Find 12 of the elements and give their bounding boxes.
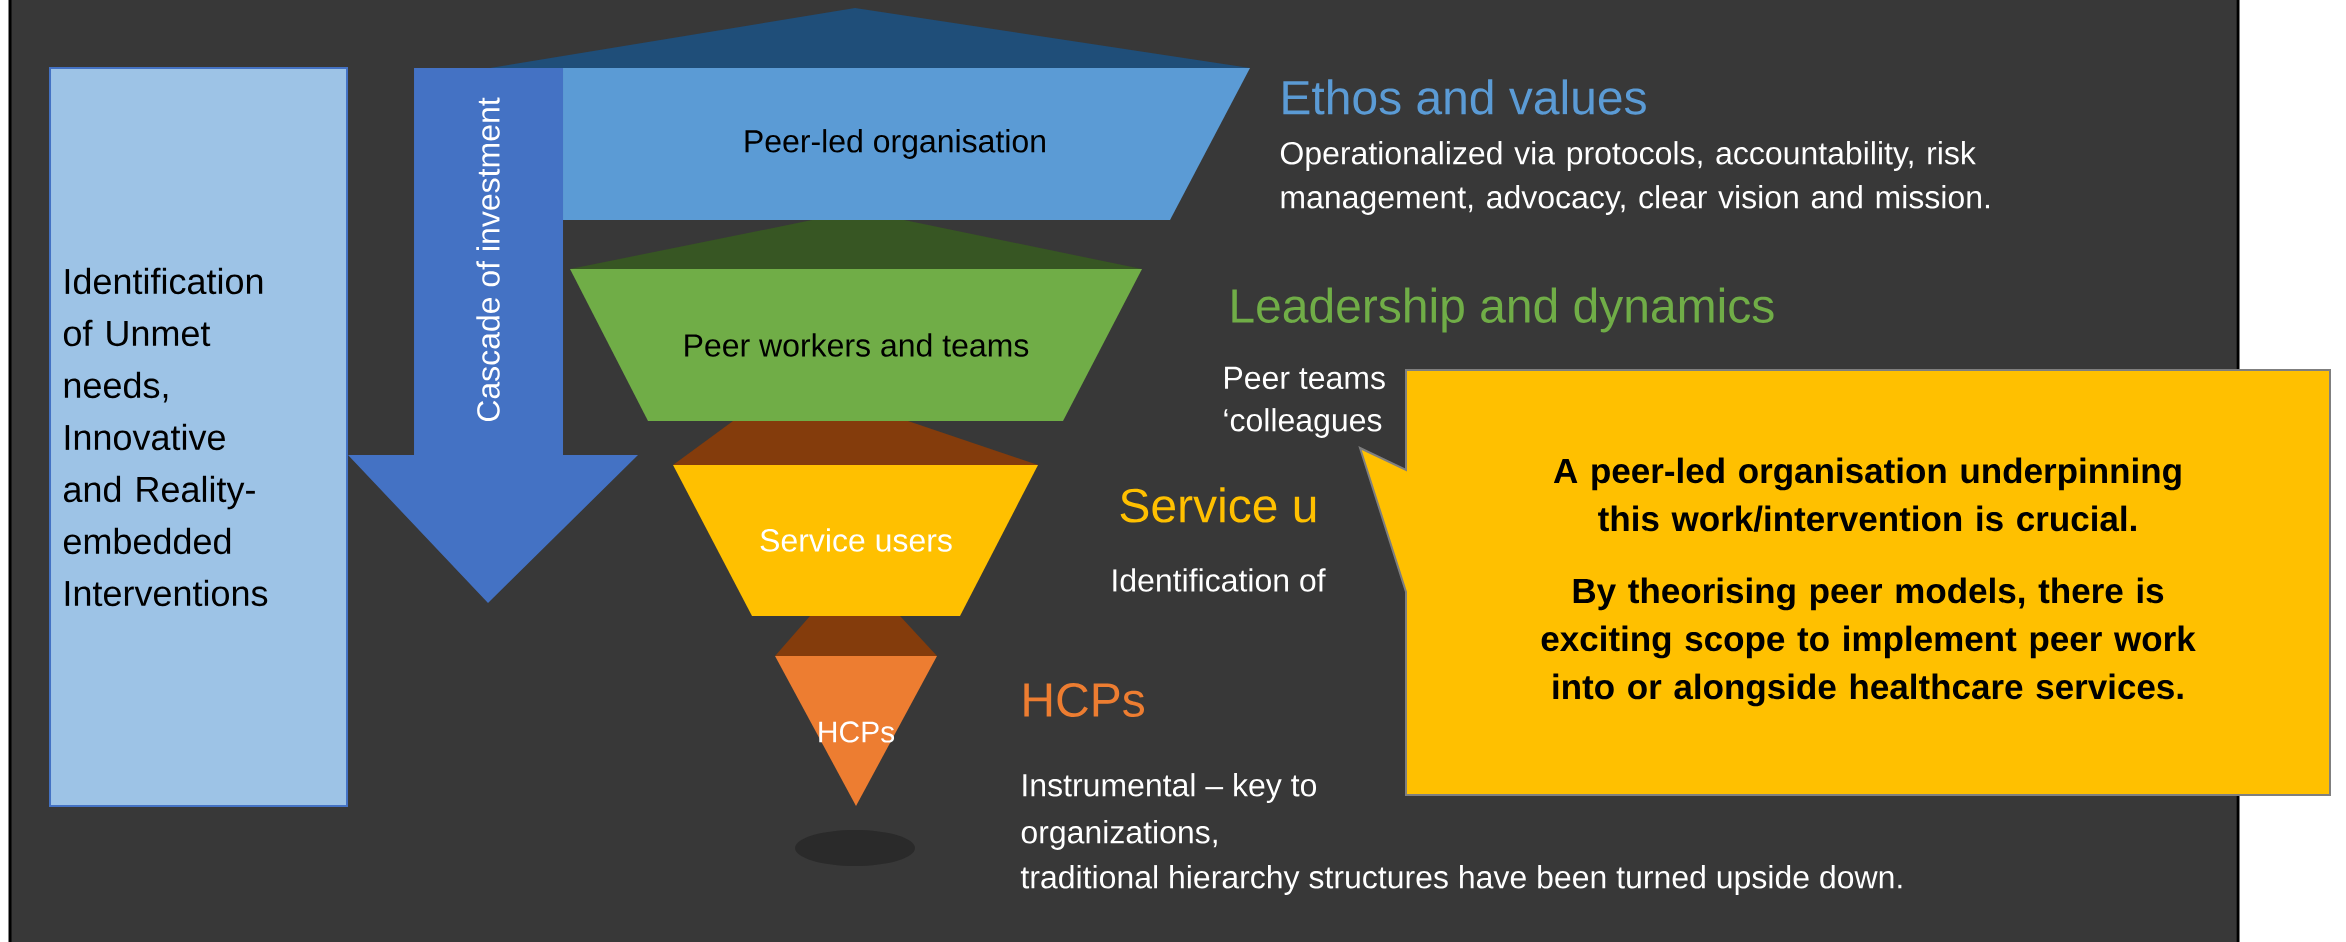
description-text: Instrumental – key to (1023, 773, 1317, 803)
funnel-layer: Peer workers and teams (570, 220, 1142, 421)
side-panel: Identification of Unmet needs, Innovative and Reality-embedded Interventions (49, 67, 348, 807)
section-heading: Leadership and dynamics (1232, 287, 1774, 333)
description-text: organizations, (1021, 820, 1217, 850)
funnel-layer: Service users (673, 421, 1038, 616)
funnel-tip: HCPs (775, 616, 937, 806)
description-text: Identification of (1113, 568, 1326, 592)
description-text: Operationalized via protocols, accountability, risk management, advocacy, clear vision and mission. (1280, 141, 1989, 215)
section-heading: HCPs (1024, 683, 1144, 717)
description-text: traditional hierarchy structures have been turned upside down. (1020, 865, 1902, 895)
section-heading: Service u (1120, 487, 1316, 523)
